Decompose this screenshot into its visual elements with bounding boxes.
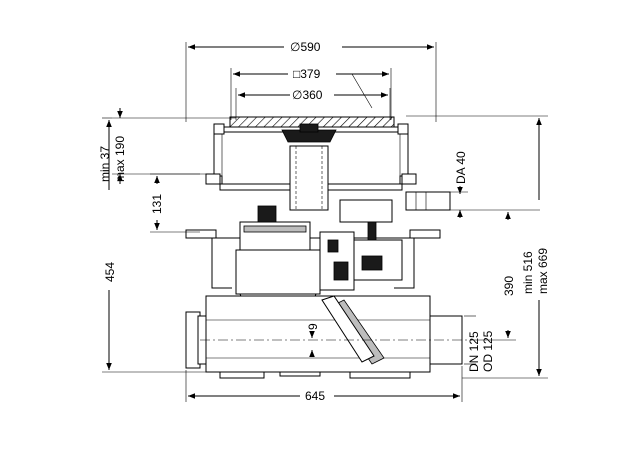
outlet-pipe — [405, 191, 451, 211]
dim-label-131: 131 — [150, 194, 164, 214]
dim-label-9: 9 — [306, 323, 320, 330]
middle-flange-right — [401, 173, 417, 185]
dim-label-379: □379 — [293, 67, 321, 81]
dim-label-390: 390 — [502, 276, 516, 296]
dim-label-od125: OD 125 — [481, 330, 495, 372]
middle-flange — [205, 173, 221, 185]
lower-wall-right — [394, 230, 415, 289]
lower-flange-right — [409, 229, 441, 239]
dim-label-min516: min 516 — [521, 251, 535, 294]
dim-label-dn125: DN 125 — [467, 331, 481, 372]
dim-label-454: 454 — [103, 262, 117, 282]
top-frame-left — [213, 123, 225, 135]
lower-wall-left — [211, 230, 232, 289]
dim-label-min37: min 37 — [98, 146, 112, 182]
dimensions: ∅590 □379 ∅360 min 37 max 190 131 — [98, 40, 550, 403]
drain-body — [185, 116, 463, 379]
riser-tube — [289, 145, 329, 211]
dim-label-da40: DA 40 — [454, 151, 468, 184]
dim-label-645: 645 — [305, 389, 325, 403]
dim-label-max669: max 669 — [536, 248, 550, 294]
lower-flange-left — [185, 229, 217, 239]
dim-label-360: ∅360 — [292, 88, 323, 102]
dim-label-max190: max 190 — [113, 136, 127, 182]
top-frame-right — [397, 123, 409, 135]
dim-label-590: ∅590 — [290, 40, 321, 54]
